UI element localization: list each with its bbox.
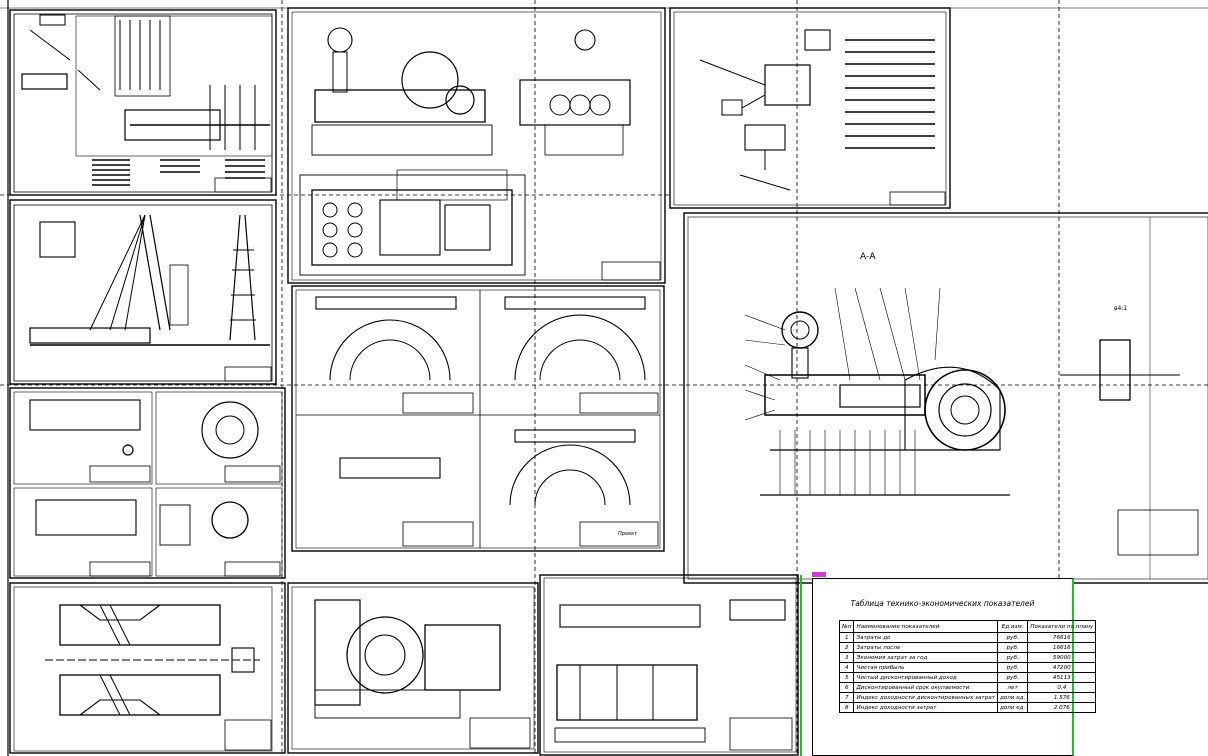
header-value: Показатели по плану [1027,620,1097,633]
title-block-stamp: Проект [618,531,638,537]
row-name: Чистая прибыль [853,662,998,673]
section-label: А-А [860,252,876,262]
sheet-7-notes [845,39,935,149]
row-num: 1 [838,632,855,643]
economic-table-sheet[interactable]: Таблица технико-экономических показателе… [812,578,1097,756]
sheet-6-arcs [295,289,661,549]
row-value: 59000 [1027,652,1097,663]
sheet-1-notes [92,159,265,186]
row-name: Индекс доходности затрат [853,702,998,713]
row-name: Затраты после [853,642,998,653]
sheet-2-rig [13,204,273,382]
row-unit: руб. [996,632,1029,643]
row-unit: руб. [996,642,1029,653]
row-num: 4 [838,662,855,673]
leader-lines [744,287,941,495]
header-num: №п [838,620,855,633]
sheet-4-section [13,586,273,752]
table-row: 4 Чистая прибыль руб. 47200 [838,662,1097,673]
row-name: Индекс доходности дисконтированных затра… [853,692,998,703]
row-unit: руб. [996,662,1029,673]
row-value: 0.4 [1027,682,1097,693]
row-num: 5 [838,672,855,683]
table-header-row: №п Наименование показателей Ед.изм. Пока… [838,620,1097,633]
row-name: Экономия затрат за год [853,652,998,663]
row-value: 76616 [1027,632,1097,643]
row-num: 8 [838,702,855,713]
sheet-8-main-section [687,216,1208,580]
table-row: 2 Затраты после руб. 16616 [838,642,1097,653]
row-unit: лет [996,682,1029,693]
sheet-5-pump [291,11,662,281]
row-num: 6 [838,682,855,693]
table-row: 7 Индекс доходности дисконтированных зат… [838,692,1097,703]
economic-indicators-table: №п Наименование показателей Ед.изм. Пока… [838,620,1097,713]
table-row: 1 Затраты до руб. 76616 [838,632,1097,643]
row-unit: руб. [996,652,1029,663]
sheet-7-scheme [673,11,947,206]
table-row: 8 Индекс доходности затрат доли ед. 2.07… [838,702,1097,713]
row-value: 1.576 [1027,692,1097,703]
sheet-9-gearbox [291,586,535,750]
sheet-frames [9,7,1208,756]
row-name: Чистый дисконтированный доход [853,672,998,683]
selection-edge [800,575,802,756]
row-num: 3 [838,652,855,663]
row-num: 7 [838,692,855,703]
row-value: 47200 [1027,662,1097,673]
row-value: 2.076 [1027,702,1097,713]
row-unit: руб. [996,672,1029,683]
header-unit: Ед.изм. [996,620,1029,633]
sheet-3-parts [13,391,283,577]
row-value: 45113 [1027,672,1097,683]
sheet-1-schematic [13,13,273,193]
row-num: 2 [838,642,855,653]
detail-label: в4:1 [1114,305,1128,312]
row-name: Затраты до [853,632,998,643]
selection-grip[interactable] [812,572,826,577]
table-title: Таблица технико-экономических показателе… [850,599,1035,608]
row-name: Дисконтированный срок окупаемости [853,682,998,693]
sheet-10-frame [543,577,797,753]
row-unit: доли ед. [996,692,1029,703]
header-name: Наименование показателей [853,620,998,633]
table-row: 6 Дисконтированный срок окупаемости лет … [838,682,1097,693]
table-row: 3 Экономия затрат за год руб. 59000 [838,652,1097,663]
table-row: 5 Чистый дисконтированный доход руб. 451… [838,672,1097,683]
row-unit: доли ед. [996,702,1029,713]
row-value: 16616 [1027,642,1097,653]
